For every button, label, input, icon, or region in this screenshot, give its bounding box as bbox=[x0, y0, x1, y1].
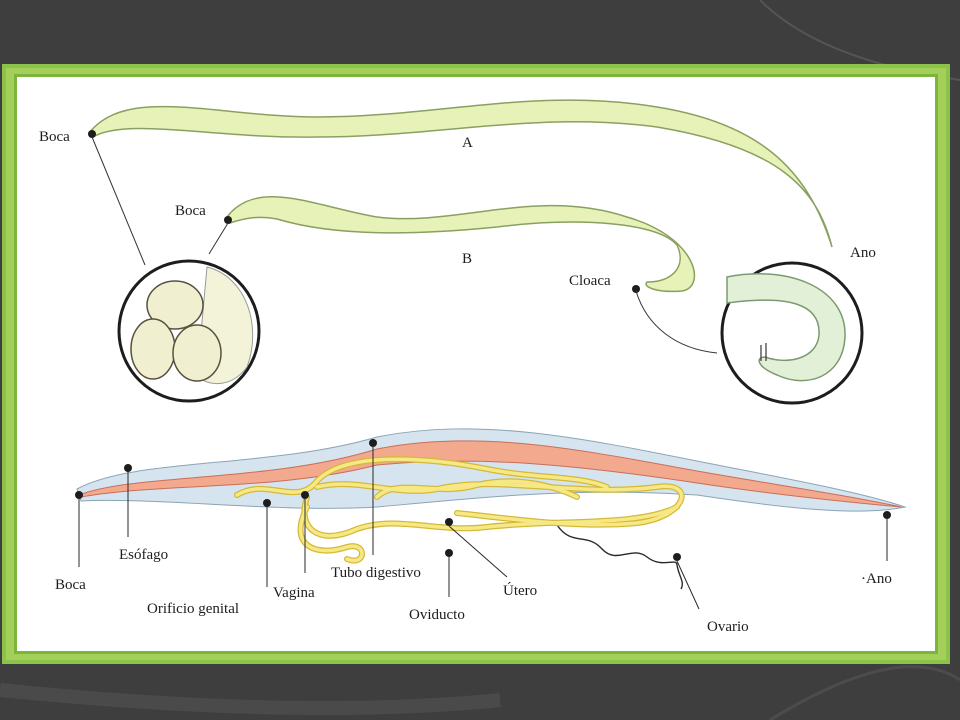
female-anatomy: Boca Esófago Orificio genital Vagina Tub… bbox=[55, 428, 907, 635]
digestive-tube-label: Tubo digestivo bbox=[331, 565, 421, 581]
worm-a-anus-label: Ano bbox=[850, 245, 876, 261]
anus-marker bbox=[883, 511, 891, 519]
worm-a: Boca A Ano bbox=[39, 99, 876, 261]
cloaca-leader-line bbox=[635, 290, 718, 354]
ovary-coil bbox=[556, 524, 684, 590]
mouth-label: Boca bbox=[55, 577, 86, 593]
worm-b-mouth-dot bbox=[224, 216, 232, 224]
worm-b-tag: B bbox=[462, 251, 472, 267]
worm-b-mouth-label: Boca bbox=[175, 203, 206, 219]
nematode-diagram: Boca A Ano Boca B Cloaca bbox=[39, 99, 907, 635]
esophagus-marker bbox=[124, 464, 132, 472]
figure-panel: Boca A Ano Boca B Cloaca bbox=[14, 74, 938, 654]
worm-a-mouth-dot bbox=[88, 130, 96, 138]
uterus-marker bbox=[445, 518, 453, 526]
tail-magnified-circle bbox=[720, 261, 864, 405]
oviduct-marker bbox=[445, 549, 453, 557]
worm-a-tag: A bbox=[462, 135, 473, 151]
esophagus-label: Esófago bbox=[119, 547, 168, 563]
genital-orifice-marker bbox=[263, 499, 271, 507]
worm-a-body bbox=[87, 99, 833, 248]
genital-orifice-label: Orificio genital bbox=[147, 601, 239, 617]
uterus-loops-fill bbox=[235, 457, 684, 563]
worm-b: Boca B Cloaca bbox=[175, 196, 696, 293]
mouth-marker bbox=[75, 491, 83, 499]
worm-b-cloaca-dot bbox=[632, 285, 640, 293]
mouth-leader-line bbox=[91, 136, 146, 266]
worm-b-cloaca-label: Cloaca bbox=[569, 273, 611, 289]
mouth-lip-3 bbox=[172, 324, 222, 382]
mouth-lip-1 bbox=[146, 280, 204, 330]
mouth-leader-line-b bbox=[208, 222, 229, 255]
slide-frame: Boca A Ano Boca B Cloaca bbox=[2, 64, 950, 664]
ovary-marker bbox=[673, 553, 681, 561]
worm-b-body bbox=[226, 196, 696, 293]
mouth-lip-2 bbox=[130, 318, 176, 380]
vagina-marker bbox=[301, 491, 309, 499]
uterus-label: Útero bbox=[503, 582, 537, 599]
digestive-tube bbox=[78, 440, 902, 508]
vagina-label: Vagina bbox=[273, 585, 315, 601]
digestive-tube-marker bbox=[369, 439, 377, 447]
oviduct-label: Oviducto bbox=[409, 607, 465, 623]
mouth-magnified-circle bbox=[117, 259, 261, 403]
anatomy-leader-lines bbox=[78, 447, 888, 610]
ovary-label: Ovario bbox=[707, 619, 749, 635]
worm-a-mouth-label: Boca bbox=[39, 129, 70, 145]
anus-label: ·Ano bbox=[861, 571, 892, 587]
